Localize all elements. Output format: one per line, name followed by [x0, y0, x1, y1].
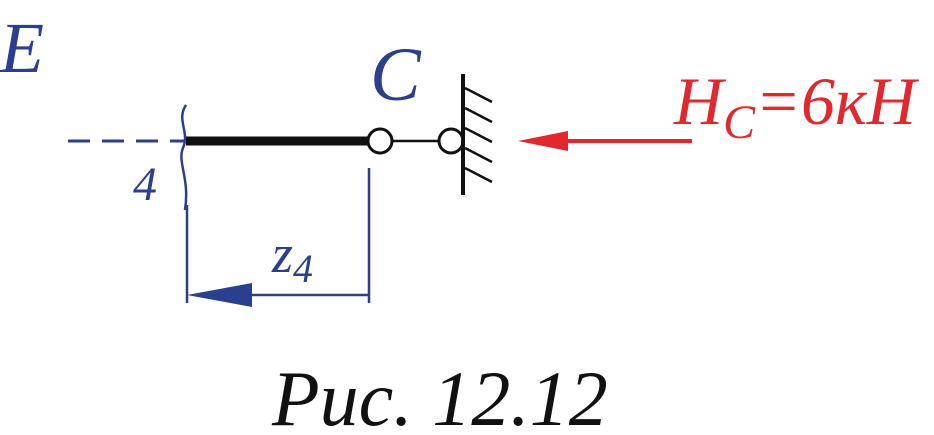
force-subscript: C: [723, 96, 756, 149]
coordinate-main: z: [271, 224, 293, 284]
coordinate-subscript: 4: [293, 246, 313, 291]
label-point-e: E: [0, 8, 44, 88]
wall-hatching: [464, 86, 493, 184]
force-main: H: [673, 63, 727, 139]
figure-caption: Рис. 12.12: [271, 355, 608, 435]
label-force: HC=6кН: [673, 63, 920, 149]
dimension-arrowhead: [187, 283, 252, 307]
hinge-c: [366, 127, 394, 155]
force-value: =6кН: [755, 63, 920, 139]
label-point-c: C: [370, 33, 422, 117]
label-coordinate: z4: [271, 224, 313, 291]
force-arrowhead: [518, 131, 568, 151]
label-section-number: 4: [133, 158, 157, 211]
section-cut-line: [180, 104, 188, 211]
support-hinge: [437, 127, 465, 155]
